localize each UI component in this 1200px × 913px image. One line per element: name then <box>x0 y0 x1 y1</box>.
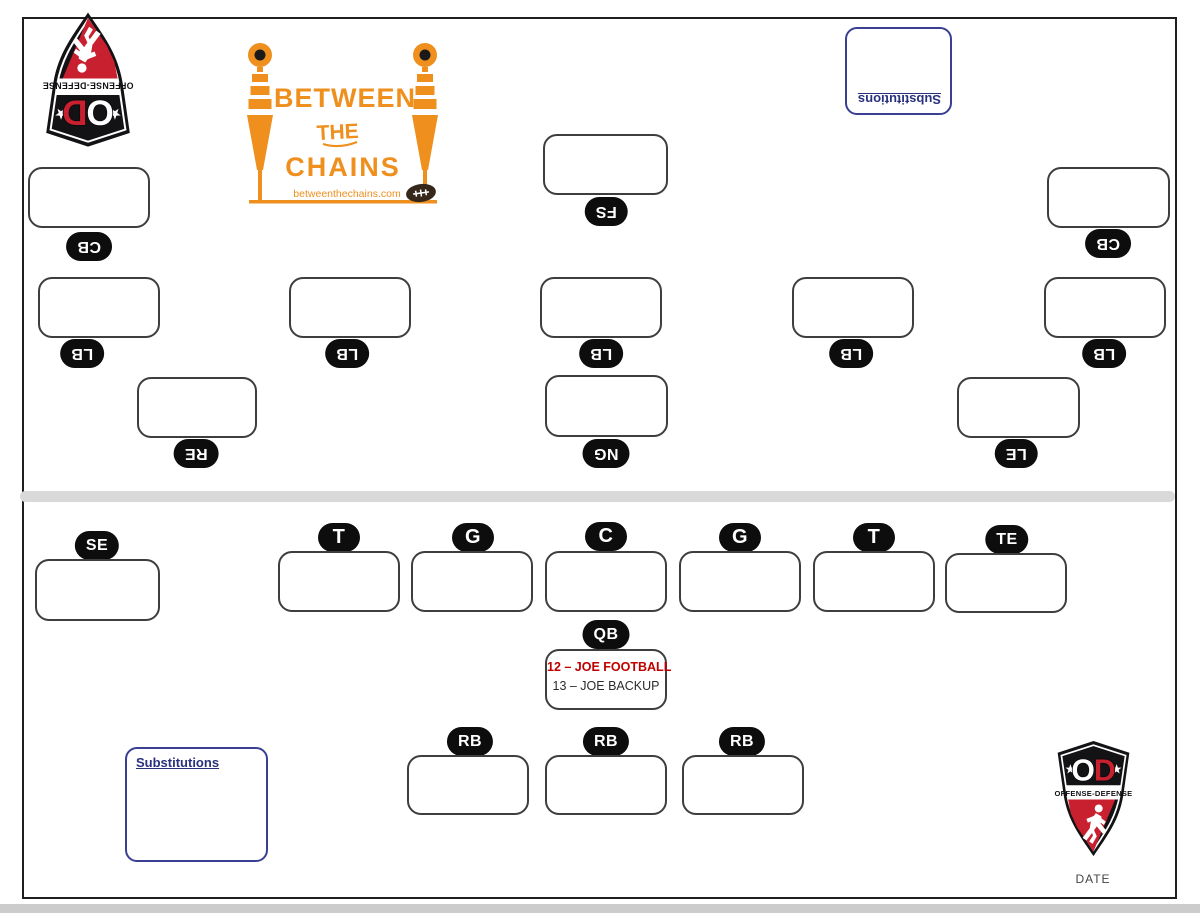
slot-lt[interactable] <box>278 551 400 612</box>
date-label: DATE <box>1075 872 1111 886</box>
position-label-qb: QB <box>582 620 630 649</box>
shield-icon: D O OFFENSE-DEFENSE <box>43 12 134 147</box>
od-band-text: OFFENSE-DEFENSE <box>1054 789 1132 798</box>
position-label-lb-1: LB <box>59 339 105 368</box>
slot-te[interactable] <box>945 553 1067 613</box>
slot-qb[interactable]: 12 – JOE FOOTBALL 13 – JOE BACKUP <box>545 649 672 710</box>
slot-rb-3[interactable] <box>682 755 804 815</box>
star-icon <box>109 108 121 120</box>
substitutions-label: Substitutions <box>136 755 220 770</box>
substitutions-label: Substitutions <box>857 92 941 107</box>
football-icon <box>406 183 436 203</box>
runner-icon <box>73 26 101 73</box>
position-label-se: SE <box>74 531 120 560</box>
position-label-cb-right: CB <box>1084 229 1132 258</box>
slot-fs[interactable] <box>543 134 668 195</box>
field-frame <box>22 17 1177 899</box>
slot-lb-4[interactable] <box>792 277 914 338</box>
position-label-rb-2: RB <box>582 727 630 756</box>
chain-marker-icon <box>412 43 438 202</box>
slot-rb-1[interactable] <box>407 755 529 815</box>
position-label-c: C <box>585 522 627 551</box>
slot-lb-3[interactable] <box>540 277 662 338</box>
position-label-cb-left: CB <box>65 232 113 261</box>
slot-lb-1[interactable] <box>38 277 160 338</box>
star-icon <box>1065 764 1076 774</box>
offense-defense-logo-bottom: D O OFFENSE-DEFENSE <box>1046 740 1141 858</box>
runner-icon <box>1082 804 1107 844</box>
od-letter-o: O <box>1071 755 1094 788</box>
slot-cb-left[interactable] <box>28 167 150 228</box>
qb-backup-name: 13 – JOE BACKUP <box>552 679 660 693</box>
slot-rt[interactable] <box>813 551 935 612</box>
between-the-chains-logo: BETWEEN THE CHAINS betweenthechains.com <box>235 40 450 220</box>
position-label-fs: FS <box>584 197 628 226</box>
position-label-te: TE <box>985 525 1029 554</box>
position-label-rg: G <box>719 523 761 552</box>
position-label-lb-4: LB <box>828 339 874 368</box>
slot-rb-2[interactable] <box>545 755 667 815</box>
position-label-rb-3: RB <box>718 727 766 756</box>
od-letter-d: D <box>1094 755 1116 788</box>
slot-lb-5[interactable] <box>1044 277 1166 338</box>
slot-cb-right[interactable] <box>1047 167 1170 228</box>
line-of-scrimmage-divider <box>20 491 1175 502</box>
position-label-lb-5: LB <box>1081 339 1127 368</box>
slot-lg[interactable] <box>411 551 533 612</box>
star-icon <box>1111 764 1122 774</box>
qb-starter-name: 12 – JOE FOOTBALL <box>547 660 672 674</box>
brand-line2: THE <box>316 120 359 145</box>
slot-le[interactable] <box>957 377 1080 438</box>
star-icon <box>55 108 67 120</box>
slot-rg[interactable] <box>679 551 801 612</box>
substitutions-box-defense[interactable]: Substitutions <box>845 27 952 115</box>
bottom-edge-strip <box>0 904 1200 913</box>
position-label-lg: G <box>452 523 494 552</box>
od-letter-d: D <box>62 92 87 131</box>
position-label-le: LE <box>994 439 1038 468</box>
position-label-re: RE <box>173 439 219 468</box>
od-band-text: OFFENSE-DEFENSE <box>43 80 134 90</box>
slot-se[interactable] <box>35 559 160 621</box>
offense-defense-logo-top: D O OFFENSE-DEFENSE <box>33 8 143 150</box>
position-label-rt: T <box>853 523 895 552</box>
chain-marker-icon <box>247 43 273 202</box>
brand-line1: BETWEEN <box>274 83 416 113</box>
position-label-rb-1: RB <box>446 727 494 756</box>
slot-c[interactable] <box>545 551 667 612</box>
brand-website: betweenthechains.com <box>293 188 401 200</box>
position-label-ng: NG <box>582 439 630 468</box>
slot-re[interactable] <box>137 377 257 438</box>
position-label-lb-3: LB <box>578 339 624 368</box>
position-label-lb-2: LB <box>324 339 370 368</box>
substitutions-box-offense[interactable]: Substitutions <box>125 747 268 862</box>
slot-lb-2[interactable] <box>289 277 411 338</box>
shield-icon: D O OFFENSE-DEFENSE <box>1054 740 1132 857</box>
brand-line3: CHAINS <box>285 152 401 182</box>
od-letter-o: O <box>86 92 113 131</box>
position-label-lt: T <box>318 523 360 552</box>
slot-ng[interactable] <box>545 375 668 437</box>
